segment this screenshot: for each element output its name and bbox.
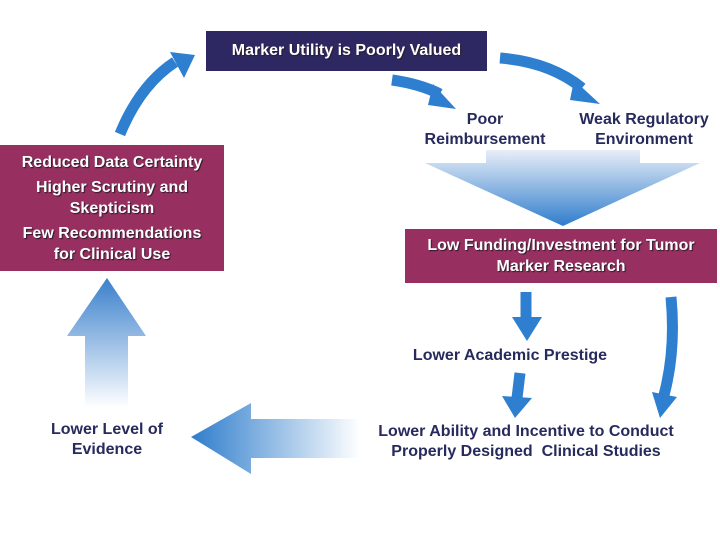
arrow-to-studies-head-icon <box>502 396 532 418</box>
marker-utility-text: Marker Utility is Poorly Valued <box>231 42 462 59</box>
consequence-item: Few Recommendations for Clinical Use <box>22 224 202 263</box>
arrow-to-regulatory-head-icon <box>570 80 600 104</box>
consequence-item: Reduced Data Certainty <box>21 153 203 171</box>
arrow-to-prestige-head-icon <box>512 317 542 341</box>
lower-evidence-label: Lower Level of Evidence <box>50 421 164 458</box>
arrow-funding-to-studies-icon <box>658 296 678 397</box>
consequence-item: Higher Scrutiny and Skepticism <box>35 178 189 217</box>
funnel-down-arrow-icon <box>425 150 700 226</box>
consequences-box: Reduced Data Certainty Higher Scrutiny a… <box>0 145 224 271</box>
gradient-up-arrow-icon <box>67 278 146 408</box>
arrow-to-regulatory-icon <box>499 52 586 93</box>
curved-arrow-to-title-icon <box>114 57 179 137</box>
curved-arrow-to-title-head-icon <box>170 52 195 78</box>
low-funding-box: Low Funding/Investment for Tumor Marker … <box>405 229 717 283</box>
marker-utility-box: Marker Utility is Poorly Valued <box>206 31 487 71</box>
arrow-to-studies-icon <box>511 372 526 399</box>
weak-regulatory-label: Weak Regulatory Environment <box>579 111 709 148</box>
lower-prestige-label: Lower Academic Prestige <box>412 347 608 364</box>
lower-ability-label: Lower Ability and Incentive to Conduct P… <box>378 423 674 460</box>
arrow-funding-to-studies-head-icon <box>652 392 677 418</box>
gradient-left-arrow-icon <box>191 403 360 474</box>
poor-reimbursement-label: Poor Reimbursement <box>424 111 546 148</box>
arrow-to-reimbursement-head-icon <box>428 84 456 109</box>
